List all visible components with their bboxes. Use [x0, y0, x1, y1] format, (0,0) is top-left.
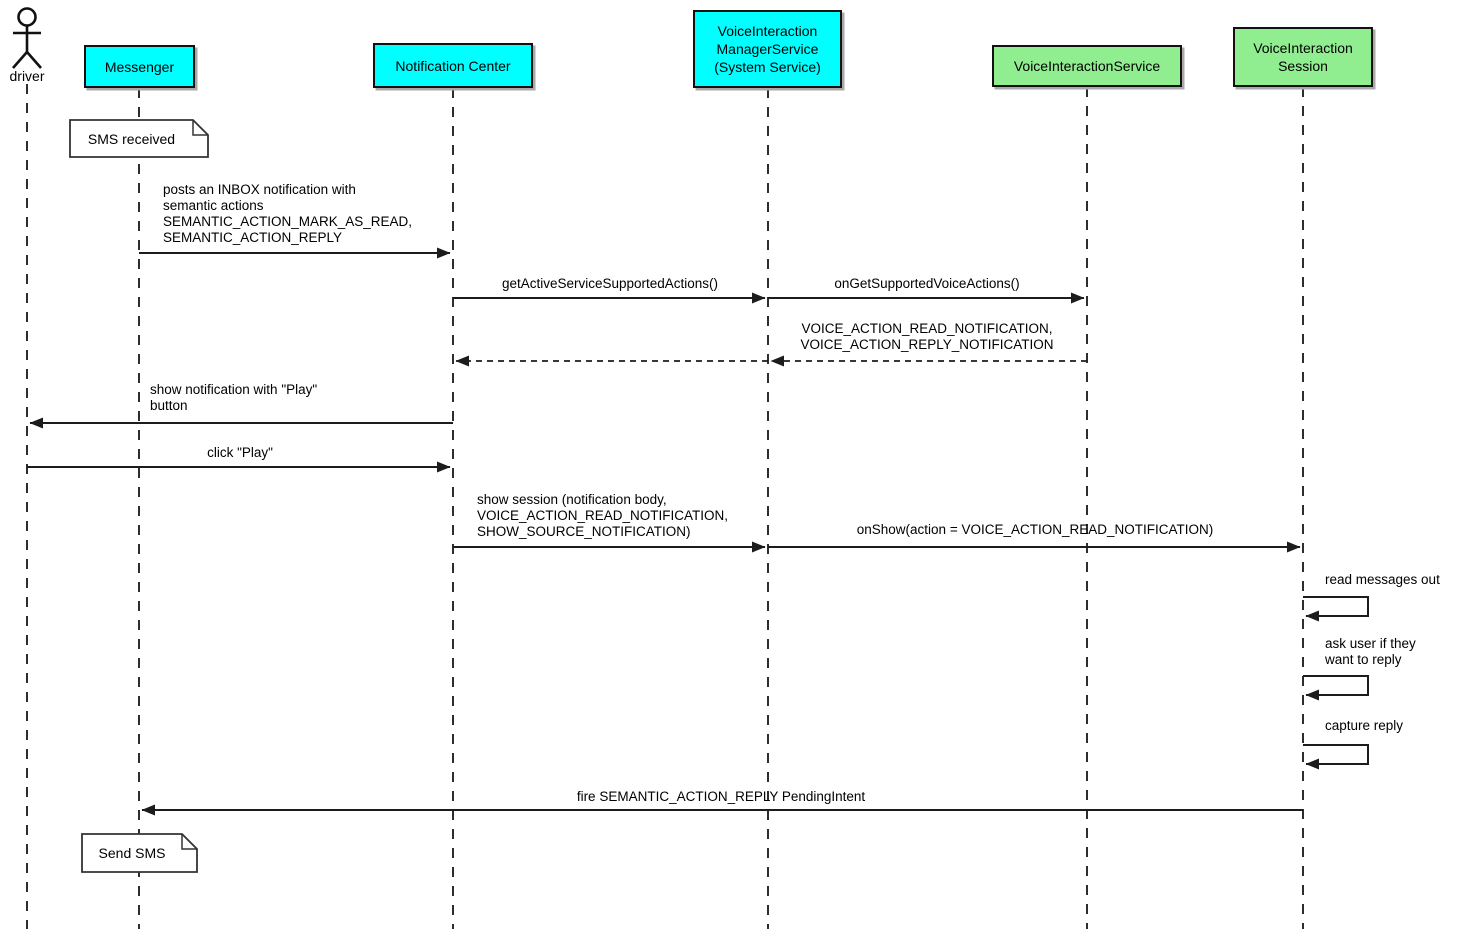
participant-voice-interaction-session: VoiceInteraction Session: [1233, 27, 1373, 87]
self-arrow-ask-user: [1303, 675, 1369, 701]
message-ask-user: ask user if they want to reply: [1325, 636, 1416, 667]
self-arrow-capture-reply: [1303, 744, 1369, 770]
message-get-active-service-supported-actions: getActiveServiceSupportedActions(): [501, 276, 719, 291]
message-show-session: show session (notification body, VOICE_A…: [477, 492, 729, 539]
note-send-sms-shape: [81, 833, 198, 873]
message-on-show: onShow(action = VOICE_ACTION_READ_NOTIFI…: [856, 522, 1214, 537]
note-sms-received-fold: [192, 120, 208, 136]
participant-messenger: Messenger: [84, 45, 195, 88]
self-arrow-read-messages-out: [1303, 596, 1369, 622]
actor-right-leg: [26, 51, 42, 69]
actor-left-leg: [12, 51, 28, 69]
message-read-messages-out: read messages out: [1325, 572, 1440, 587]
actor-driver-icon: [12, 7, 42, 69]
message-capture-reply: capture reply: [1325, 718, 1404, 733]
participant-voice-interaction-service: VoiceInteractionService: [992, 45, 1182, 87]
note-sms-received-shape: [69, 119, 209, 158]
note-send-sms-fold: [181, 834, 197, 850]
message-supported-actions-return: VOICE_ACTION_READ_NOTIFICATION, VOICE_AC…: [800, 321, 1054, 352]
message-on-get-supported-voice-actions: onGetSupportedVoiceActions(): [834, 276, 1020, 291]
actor-driver-label: driver: [9, 68, 45, 84]
participant-voice-interaction-manager-service: VoiceInteraction ManagerService (System …: [693, 10, 842, 88]
actor-head: [17, 7, 37, 27]
note-send-sms: Send SMS: [98, 845, 166, 861]
participant-notification-center: Notification Center: [373, 43, 533, 88]
message-fire-reply: fire SEMANTIC_ACTION_REPLY PendingIntent: [576, 789, 866, 804]
message-click-play: click "Play": [207, 445, 273, 460]
note-sms-received: SMS received: [87, 130, 176, 147]
message-posts-inbox: posts an INBOX notification with semanti…: [163, 182, 413, 245]
message-show-notification: show notification with "Play" button: [150, 382, 318, 413]
